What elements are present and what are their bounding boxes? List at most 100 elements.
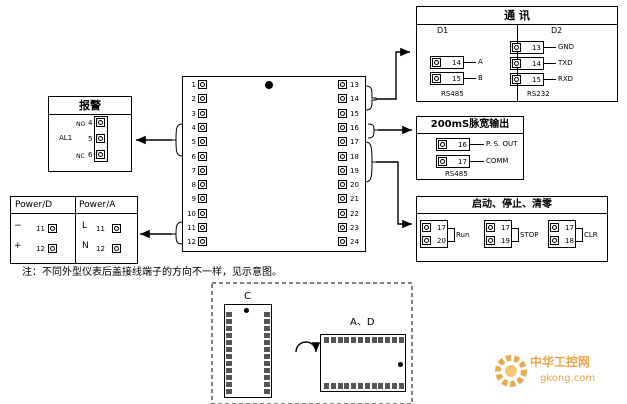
- comm-d1-label: D1: [437, 26, 449, 35]
- screw-terminal-icon: [198, 80, 207, 89]
- terminal-pair-frame: [430, 72, 464, 85]
- switch-line: [576, 228, 583, 242]
- screw-terminal-icon: [338, 237, 347, 247]
- c-terminal-icon: [264, 333, 270, 338]
- c-terminal-icon: [264, 354, 270, 359]
- terminal-number: 5: [88, 135, 93, 143]
- terminal-number: 19: [350, 166, 359, 175]
- c-terminal-icon: [226, 389, 232, 394]
- screw-terminal-icon: [198, 94, 207, 104]
- pulse-output-box: 200mS脉宽输出 RS485: [416, 116, 524, 180]
- screw-terminal-icon: [338, 165, 347, 175]
- screw-terminal-icon: [198, 180, 207, 190]
- ad-terminal-icon: [330, 337, 336, 343]
- terminal-number: 17: [501, 224, 510, 232]
- terminal-pair-frame: [510, 57, 544, 70]
- screw-terminal-icon: [198, 151, 207, 161]
- screw-terminal-icon: [338, 151, 347, 161]
- watermark-site: gkong.com: [540, 373, 596, 384]
- c-terminal-icon: [226, 340, 232, 345]
- screw-terminal-icon: [438, 140, 447, 149]
- terminal-number: 9: [191, 195, 196, 204]
- c-terminal-icon: [264, 382, 270, 387]
- screw-terminal-icon: [512, 43, 521, 52]
- terminal-number: 13: [350, 81, 359, 89]
- pulse-caption: RS485: [445, 170, 468, 178]
- c-terminal-icon: [226, 326, 232, 331]
- terminal-pair-frame: [484, 220, 512, 248]
- terminal-number: 19: [501, 237, 510, 245]
- power-column-divider: [75, 197, 76, 263]
- terminal-number: 6: [191, 152, 196, 161]
- c-terminal-icon: [264, 347, 270, 352]
- terminal-number: 12: [96, 245, 105, 253]
- terminal-number: 20: [350, 181, 359, 190]
- wire-line: [464, 62, 476, 63]
- screw-terminal-icon: [198, 137, 207, 147]
- terminal-number: 7: [191, 166, 196, 175]
- case-c-dot: [244, 308, 249, 313]
- terminal-number: 5: [191, 138, 196, 147]
- ad-terminal-icon: [358, 383, 363, 389]
- alarm-title: 报警: [79, 99, 101, 112]
- ad-terminal-icon: [385, 337, 391, 343]
- screw-terminal-icon: [198, 194, 207, 204]
- screw-terminal-icon: [432, 58, 441, 67]
- control-title: 启动、停止、清零: [472, 199, 552, 210]
- screw-terminal-icon: [112, 244, 121, 253]
- terminal-number: 23: [350, 224, 359, 232]
- wire-line: [544, 63, 556, 64]
- screw-terminal-icon: [338, 94, 347, 104]
- screw-terminal-icon: [198, 165, 207, 175]
- ad-terminal-icon: [337, 383, 343, 389]
- signal-label: P. S. OUT: [486, 140, 518, 148]
- screw-terminal-icon: [48, 244, 57, 253]
- ad-terminal-icon: [371, 337, 377, 343]
- comm-d2-label: D2: [551, 26, 563, 35]
- switch-label: STOP: [520, 231, 539, 239]
- ad-terminal-icon: [392, 337, 397, 343]
- ad-terminal-icon: [324, 383, 329, 389]
- screw-terminal-icon: [338, 180, 347, 190]
- power-tag: +: [14, 241, 22, 251]
- screw-terminal-icon: [198, 122, 207, 132]
- label-c: C: [244, 291, 251, 302]
- c-terminal-icon: [264, 361, 270, 366]
- terminal-number: 12: [36, 245, 45, 253]
- terminal-number: 24: [350, 238, 359, 247]
- wire-line: [544, 47, 556, 48]
- ad-terminal-icon: [344, 383, 350, 389]
- screw-terminal-icon: [112, 224, 121, 233]
- c-terminal-icon: [226, 333, 232, 338]
- contact-tag: NC: [76, 153, 85, 160]
- terminal-number: 16: [350, 123, 359, 132]
- screw-terminal-icon: [96, 118, 105, 127]
- terminal-pair-frame: [420, 220, 448, 248]
- screw-terminal-icon: [338, 208, 347, 218]
- c-terminal-icon: [226, 347, 232, 352]
- terminal-number: 14: [532, 60, 541, 68]
- ad-terminal-icon: [371, 383, 377, 389]
- screw-terminal-icon: [96, 134, 105, 143]
- c-terminal-icon: [264, 312, 270, 317]
- terminal-pair-frame: [436, 155, 470, 168]
- screw-terminal-icon: [550, 236, 559, 245]
- case-ad-outline: [320, 334, 406, 392]
- case-ad-dot: [398, 362, 403, 367]
- note-text: 注：不同外型仪表后盖接线端子的方向不一样，见示意图。: [22, 267, 282, 278]
- terminal-number: 4: [191, 123, 196, 132]
- c-terminal-icon: [264, 326, 270, 331]
- control-box: 启动、停止、清零: [416, 196, 608, 262]
- alarm-title-divider: [49, 114, 131, 115]
- screw-terminal-icon: [512, 75, 521, 84]
- terminal-number: 15: [350, 109, 359, 118]
- power-a-title: Power/A: [79, 200, 116, 210]
- ad-terminal-icon: [398, 337, 404, 343]
- terminal-number: 4: [88, 119, 93, 127]
- screw-terminal-icon: [338, 108, 347, 118]
- screw-terminal-icon: [432, 74, 441, 83]
- signal-label: B: [478, 74, 483, 82]
- switch-line: [448, 228, 455, 242]
- power-tag: −: [14, 221, 22, 231]
- ad-terminal-icon: [337, 337, 343, 343]
